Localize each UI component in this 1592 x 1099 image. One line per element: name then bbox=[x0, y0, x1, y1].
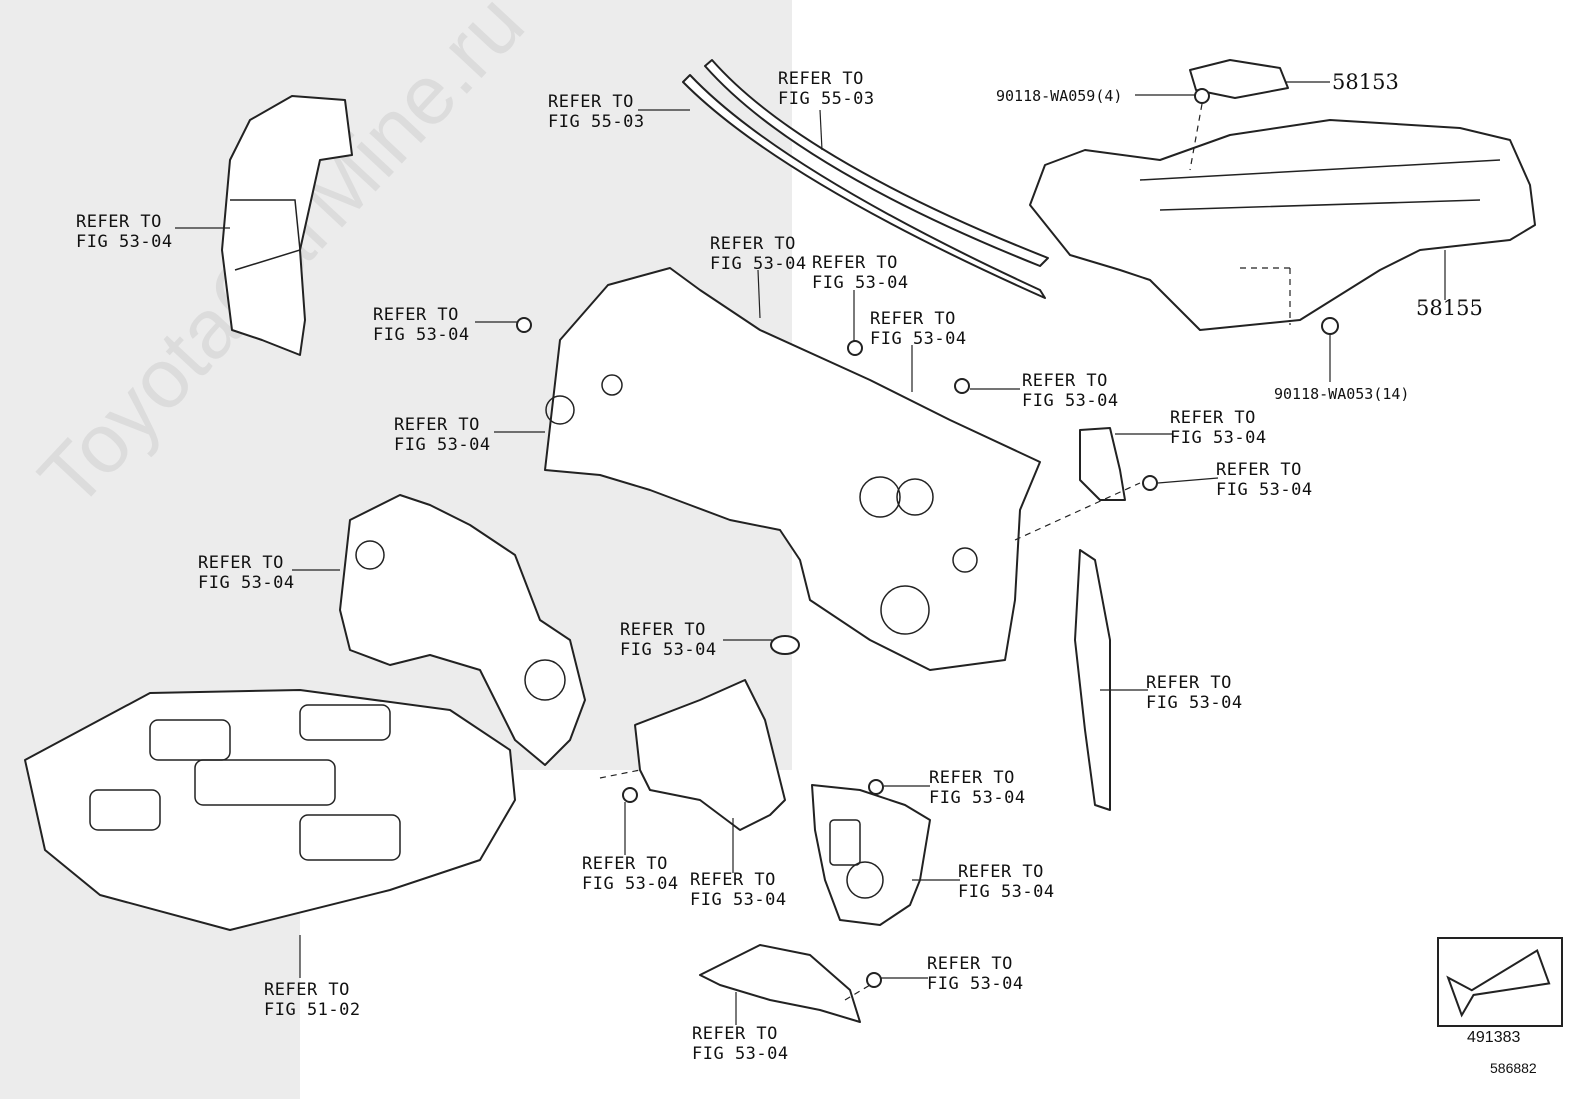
diagram-code-1: 491383 bbox=[1467, 1029, 1521, 1046]
dash-panel bbox=[544, 267, 1041, 671]
bolt-number-bottom: 90118-WA053(14) bbox=[1274, 385, 1410, 403]
clip-e bbox=[622, 787, 638, 803]
orientation-box bbox=[1437, 937, 1563, 1027]
side-strip-right bbox=[1074, 549, 1111, 811]
gasket-ring bbox=[1079, 427, 1126, 501]
plate-58153 bbox=[1189, 59, 1289, 99]
clip-b bbox=[847, 340, 863, 356]
part-number-58153: 58153 bbox=[1332, 70, 1399, 94]
clip-g bbox=[866, 972, 882, 988]
clip-d bbox=[1142, 475, 1158, 491]
part-number-58155: 58155 bbox=[1416, 296, 1483, 320]
clip-c bbox=[954, 378, 970, 394]
cowl-seal-strip-upper bbox=[704, 59, 1049, 267]
floor-insulator bbox=[24, 689, 516, 931]
insulator-left-middle bbox=[339, 494, 586, 766]
bolt-number-top: 90118-WA059(4) bbox=[996, 87, 1123, 105]
dash-insulator-58155 bbox=[1029, 119, 1536, 331]
diagram-code-2: 586882 bbox=[1490, 1060, 1537, 1076]
plug bbox=[770, 635, 800, 655]
bolt-top bbox=[1194, 88, 1210, 104]
clip-a bbox=[516, 317, 532, 333]
insulator-center-lower bbox=[634, 679, 786, 831]
bolt-bottom bbox=[1321, 317, 1339, 335]
clip-f bbox=[868, 779, 884, 795]
insulator-bottom bbox=[699, 944, 861, 1023]
cowl-seal-strip bbox=[682, 74, 1046, 299]
side-insulator-upper-left bbox=[221, 95, 353, 356]
